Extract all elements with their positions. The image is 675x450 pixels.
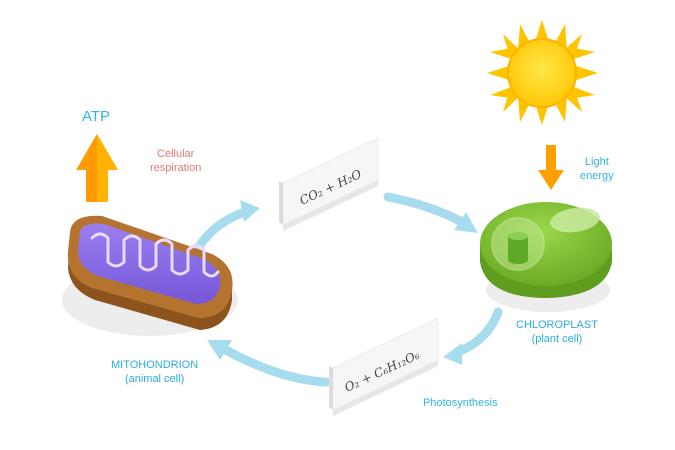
mitochondrion-label: MITOHONDRION (animal cell) xyxy=(111,358,198,386)
mitochondrion-line-2: (animal cell) xyxy=(124,373,185,385)
mitochondrion-cristae xyxy=(90,232,220,278)
atp-label: ATP xyxy=(82,108,111,125)
formula-card-co2-h2o: CO₂ + H₂O xyxy=(279,137,379,231)
light-energy-line-1: Light xyxy=(584,156,609,168)
chloroplast-label: CHLOROPLAST (plant cell) xyxy=(516,318,598,346)
light-energy-line-2: energy xyxy=(580,170,614,182)
atp-arrow-icon xyxy=(76,134,118,202)
cycle-arrow-bottom-left xyxy=(207,340,331,387)
chloroplast-line-2: (plant cell) xyxy=(531,333,583,345)
mitochondrion-illustration xyxy=(62,215,238,336)
light-energy-arrow-icon xyxy=(538,145,564,190)
cycle-arrow-top-left xyxy=(193,200,260,253)
cycle-arrow-top-right xyxy=(383,192,478,233)
sun-icon xyxy=(487,20,598,125)
chloroplast-thylakoid xyxy=(508,232,528,264)
chloroplast-illustration xyxy=(480,202,612,312)
cellular-respiration-line-2: respiration xyxy=(150,162,202,174)
photosynthesis-label: Photosynthesis xyxy=(423,397,498,409)
cellular-respiration-label: Cellular respiration xyxy=(150,147,201,175)
cycle-arrow-bottom-right xyxy=(443,307,503,365)
formula-card-o2-glucose: O₂ + C₆H₁₂O₆ xyxy=(329,317,439,416)
light-energy-label: Light energy xyxy=(580,155,614,183)
chloroplast-line-1: CHLOROPLAST xyxy=(516,319,598,331)
cellular-respiration-line-1: Cellular xyxy=(157,148,195,160)
mitochondrion-line-1: MITOHONDRION xyxy=(111,359,199,371)
